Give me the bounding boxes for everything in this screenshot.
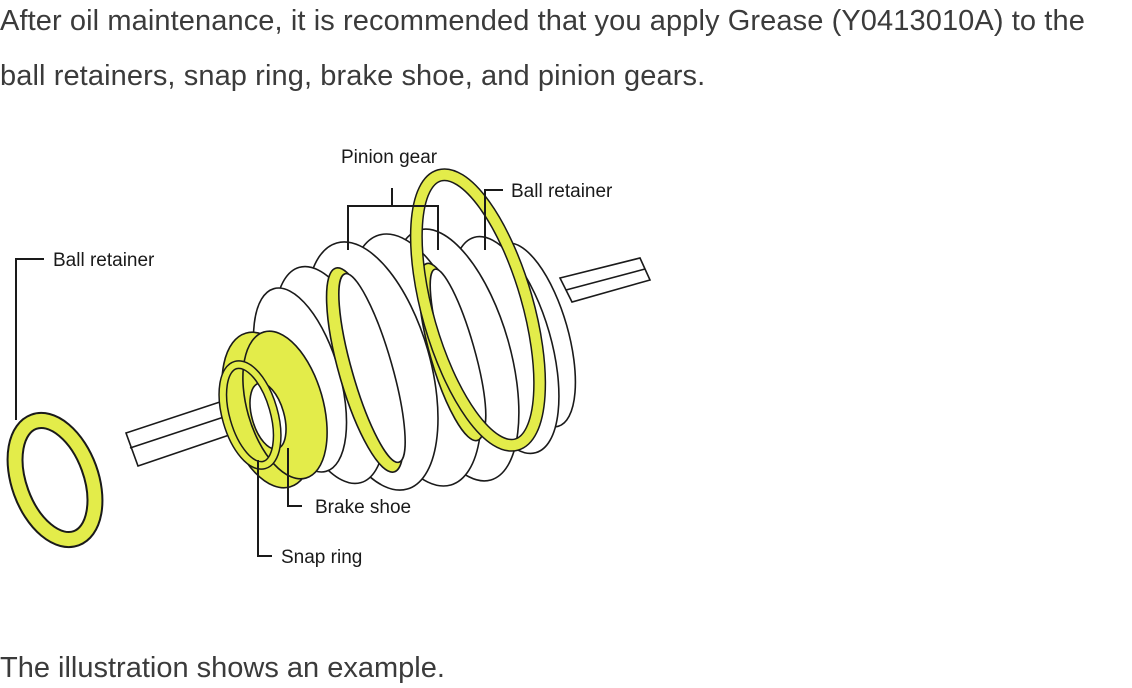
ball-retainer-loose xyxy=(6,411,104,549)
hub-internal-diagram: Pinion gear Ball retainer Ball retainer … xyxy=(6,147,652,568)
intro-paragraph: After oil maintenance, it is recommended… xyxy=(0,5,1085,92)
label-ball-retainer-left: Ball retainer xyxy=(53,250,155,271)
right-axle-shaft xyxy=(558,257,652,303)
snap-ring xyxy=(218,360,282,470)
label-brake-shoe: Brake shoe xyxy=(315,497,411,518)
pinion-gear-left xyxy=(325,267,406,473)
leader-lines xyxy=(15,188,503,557)
label-snap-ring: Snap ring xyxy=(281,547,362,568)
label-pinion-gear: Pinion gear xyxy=(341,147,438,168)
illustration-note: The illustration shows an example. xyxy=(0,652,445,684)
pinion-gear-right xyxy=(418,262,487,442)
ball-retainer-hub xyxy=(409,168,547,452)
label-ball-retainer-right: Ball retainer xyxy=(511,181,613,202)
